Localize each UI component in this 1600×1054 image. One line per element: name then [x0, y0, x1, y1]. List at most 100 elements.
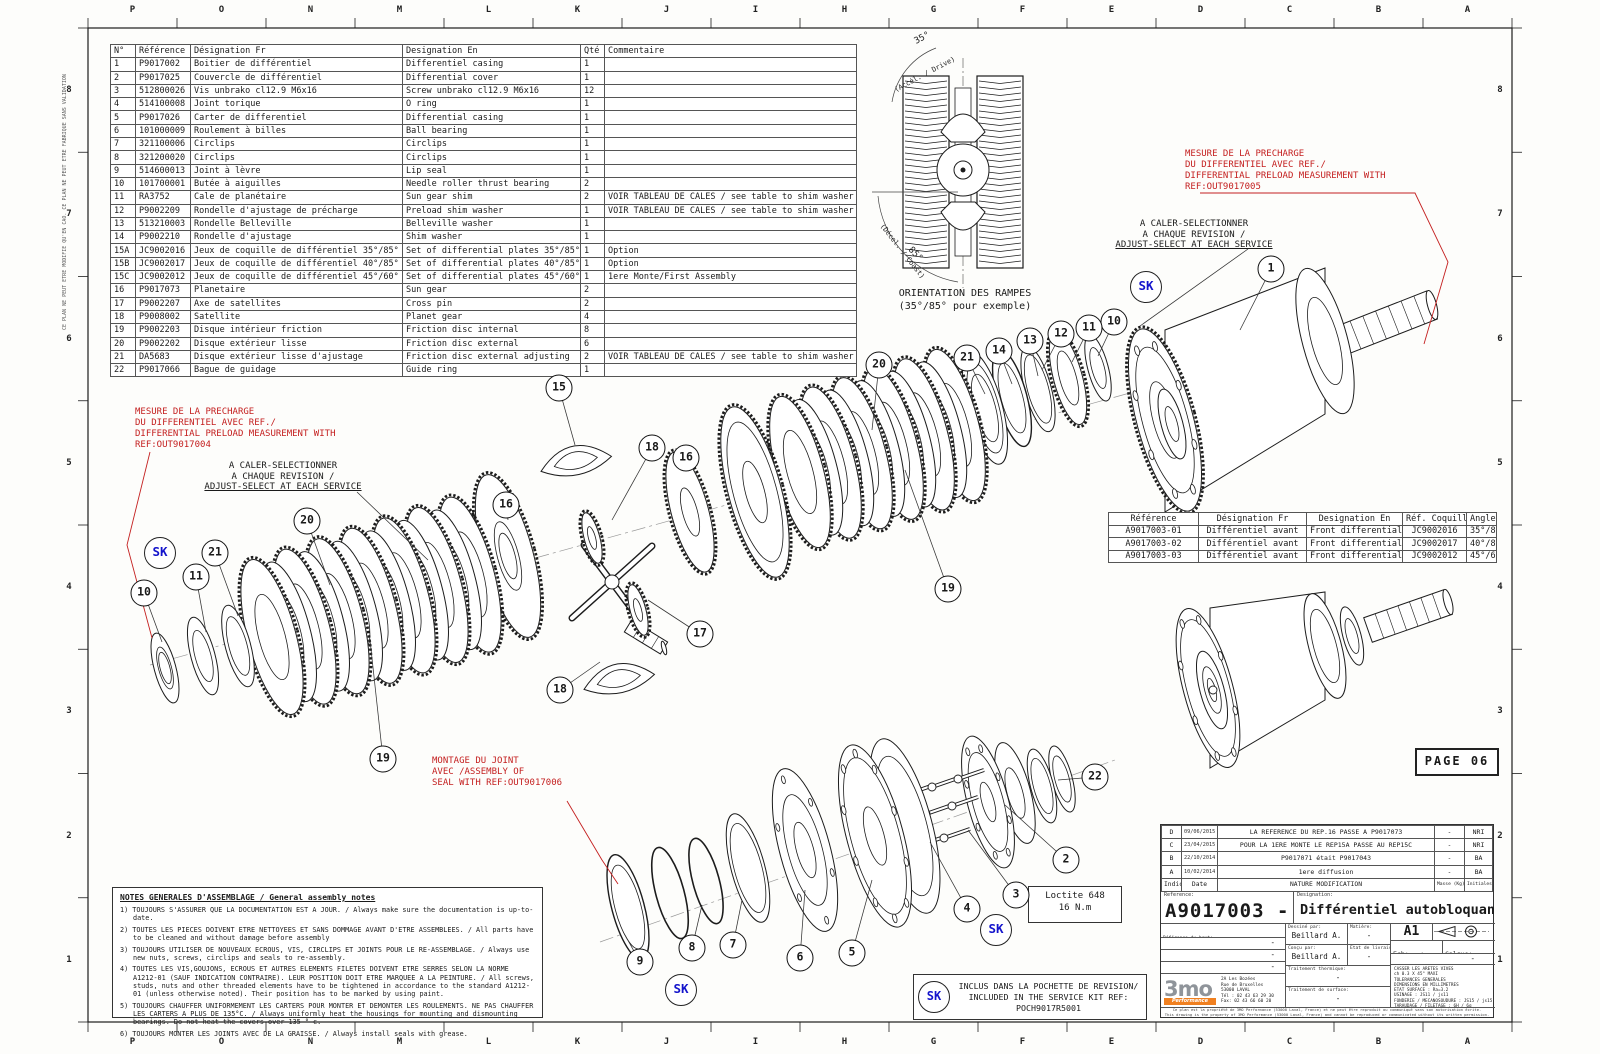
- table-cell: [604, 83, 857, 99]
- balloon-13: 13: [1016, 327, 1044, 355]
- field-label: Dessiné par:: [1288, 925, 1322, 930]
- text-line: A CALER-SELECTIONNER: [1139, 219, 1249, 229]
- zone-letter: I: [752, 1037, 759, 1047]
- table-cell: P9002207: [135, 296, 191, 311]
- table-cell: Front differential: [1306, 549, 1403, 563]
- table-cell: Rondelle Belleville: [190, 216, 403, 232]
- table-cell: JC9002016: [1402, 524, 1467, 538]
- table-cell: Différentiel avant: [1198, 549, 1307, 563]
- balloon-8: 8: [678, 934, 706, 962]
- zone-letter: O: [218, 5, 225, 15]
- table-cell: P9017002: [135, 57, 191, 72]
- table-cell: A9017003-02: [1108, 537, 1199, 551]
- table-cell: Jeux de coquille de différentiel 35°/85°: [190, 243, 403, 258]
- table-cell: 9: [110, 163, 136, 178]
- variant-table: Référence Désignation Fr Designation En …: [1108, 512, 1497, 563]
- table-cell: JC9002012: [1402, 549, 1467, 563]
- bom-header: Désignation Fr: [190, 43, 403, 59]
- table-cell: Friction disc external adjusting: [402, 349, 581, 365]
- table-cell: 2: [580, 283, 605, 298]
- zone-number: 1: [1497, 954, 1503, 965]
- ramp-angle-drive: 35°: [913, 30, 932, 46]
- zone-letter: K: [574, 5, 581, 15]
- text-line: 1) TOUJOURS S'ASSURER QUE LA DOCUMENTATI…: [120, 906, 534, 923]
- table-cell: Set of differential plates 35°/85°: [402, 243, 581, 258]
- table-cell: 321100006: [135, 137, 191, 152]
- table-cell: [604, 163, 857, 178]
- balloon-20: 20: [293, 507, 321, 535]
- property-notice: Ce plan est la propriété de 3MO Performa…: [1161, 1007, 1493, 1017]
- zone-letter: E: [1108, 1037, 1115, 1047]
- table-cell: Sun gear shim: [402, 190, 581, 205]
- balloon-18: 18: [546, 676, 574, 704]
- zone-letter: D: [1197, 1037, 1204, 1047]
- zone-letter: B: [1375, 5, 1382, 15]
- field-value: -: [1270, 962, 1275, 971]
- table-cell: 35°/85°: [1466, 524, 1497, 538]
- text-line: (35°/85° pour exemple): [898, 301, 1032, 312]
- table-cell: [604, 110, 857, 125]
- zone-letter: A: [1464, 5, 1471, 15]
- table-cell: P9017066: [135, 363, 191, 378]
- sk-badge: SK: [980, 914, 1012, 946]
- table-cell: 2: [110, 70, 136, 85]
- table-cell: [604, 363, 857, 378]
- assembly-notes: NOTES GENERALES D'ASSEMBLAGE / General a…: [112, 887, 543, 1038]
- table-cell: Satellite: [190, 309, 403, 325]
- sk-badge: SK: [665, 974, 697, 1006]
- text-line: 2A Les Bozées: [1221, 977, 1256, 982]
- table-cell: Front differential: [1306, 537, 1403, 551]
- table-cell: Butée à aiguilles: [190, 176, 403, 192]
- zone-letter: F: [1019, 5, 1026, 15]
- text-line: TARAUDAGE / FILETAGE : 6H / 6g: [1394, 1004, 1472, 1008]
- table-cell: VOIR TABLEAU DE CALES / see table to shi…: [604, 203, 857, 218]
- table-cell: [604, 216, 857, 232]
- table-cell: Circlips: [402, 137, 581, 152]
- table-cell: NRI: [1464, 824, 1493, 840]
- table-cell: 8: [580, 323, 605, 338]
- zone-letter: C: [1286, 1037, 1293, 1047]
- bom-header: Commentaire: [604, 43, 857, 59]
- table-cell: RA3752: [135, 190, 191, 205]
- table-cell: 1: [580, 70, 605, 85]
- text-line: This drawing is the property of 3MO Perf…: [1164, 1011, 1490, 1017]
- zone-letter: G: [930, 5, 937, 15]
- table-cell: Disque extérieur lisse d'ajustage: [190, 349, 403, 365]
- zone-number: 5: [66, 457, 72, 468]
- table-cell: Boitier de différentiel: [190, 57, 403, 72]
- table-cell: JC9002017: [1402, 537, 1467, 551]
- text-line: FONDERIE / MECANOSOUDURE : JS15 / js15: [1394, 998, 1493, 1004]
- table-cell: JC9002012: [135, 270, 191, 285]
- field-value: Beillard A.: [1291, 931, 1342, 940]
- text-line: DU DIFFERENTIEL AVEC REF./: [135, 418, 276, 428]
- text-line: 53000 LAVAL: [1221, 988, 1251, 994]
- zone-number: 7: [66, 209, 72, 220]
- table-cell: 1: [580, 150, 605, 165]
- balloon-6: 6: [786, 944, 814, 972]
- table-cell: P9017073: [135, 283, 191, 298]
- zone-letter: L: [485, 5, 492, 15]
- table-cell: 12: [580, 83, 605, 99]
- balloon-5: 5: [838, 939, 866, 967]
- field-label: Traitement de surface:: [1288, 988, 1349, 993]
- dim-value: -: [1470, 954, 1475, 963]
- table-cell: 512800026: [135, 83, 191, 99]
- table-cell: Cale de planétaire: [190, 190, 403, 205]
- balloon-2: 2: [1052, 846, 1080, 874]
- sk-badge: SK: [144, 537, 176, 569]
- balloon-11: 11: [1075, 314, 1103, 342]
- text-line: MONTAGE DU JOINT: [432, 756, 519, 766]
- text-line: 2) TOUTES LES PIECES DOIVENT ETRE NETTOY…: [120, 925, 534, 943]
- zone-number: 2: [66, 830, 72, 841]
- text-line: DIFFERENTIAL PRELOAD MEASUREMENT WITH: [1185, 171, 1386, 181]
- table-cell: NRI: [1464, 838, 1493, 853]
- ramp-caption: ORIENTATION DES RAMPES(35°/85° pour exem…: [856, 287, 1074, 313]
